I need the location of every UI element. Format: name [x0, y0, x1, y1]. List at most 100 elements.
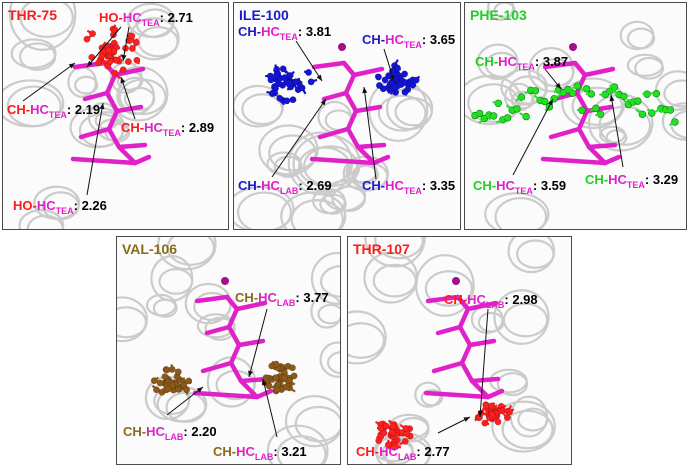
label-prefix: CH-: [7, 102, 31, 117]
label-separator: :: [421, 178, 430, 193]
protein-ribbons: [117, 237, 340, 464]
label-hc: HC: [379, 444, 398, 459]
label-hc: HC: [261, 24, 280, 39]
distance-label: CH-HCLAB: 2.20: [123, 424, 217, 442]
distance-arrows: [512, 68, 624, 176]
ion-sphere: [338, 43, 346, 51]
residue-atoms: [265, 59, 421, 106]
label-value: 3.81: [305, 24, 332, 39]
distance-label: CH-HCLAB: 3.77: [235, 290, 329, 308]
distance-label: HO-HCTEA: 2.26: [13, 198, 107, 216]
label-prefix: CH-: [362, 178, 386, 193]
label-value: 2.77: [424, 444, 450, 459]
panel-title: PHE-103: [470, 7, 527, 23]
ion-sphere: [569, 43, 577, 51]
label-prefix: CH-: [121, 120, 145, 135]
label-separator: :: [416, 444, 425, 459]
label-hc: HC: [467, 292, 486, 307]
label-separator: :: [644, 172, 653, 187]
molecular-render: [465, 3, 686, 229]
label-hc: HC: [385, 178, 404, 193]
distance-label: CH-HCTEA: 3.59: [473, 178, 567, 196]
label-value: 3.65: [429, 32, 456, 47]
label-value: 2.19: [74, 102, 101, 117]
label-prefix: CH-: [123, 424, 147, 439]
label-separator: :: [66, 102, 75, 117]
label-value: 3.59: [540, 178, 567, 193]
label-subscript: TEA: [55, 206, 74, 216]
label-subscript: LAB: [485, 300, 505, 310]
distance-label: CH-HCTEA: 3.65: [362, 32, 456, 50]
label-hc: HC: [30, 102, 49, 117]
label-hc: HC: [385, 32, 404, 47]
ion-sphere: [221, 277, 229, 285]
label-hc: HC: [146, 424, 165, 439]
label-separator: :: [73, 198, 82, 213]
label-hc: HC: [144, 120, 163, 135]
ligand-molecule: [309, 60, 391, 166]
panel-title: THR-75: [8, 7, 58, 23]
label-hc: HC: [496, 178, 515, 193]
label-prefix: HO-: [13, 198, 37, 213]
label-subscript: TEA: [514, 186, 533, 196]
distance-label: CH-HCTEA: 2.19: [7, 102, 101, 120]
ligand-molecule: [423, 294, 505, 400]
label-hc: HC: [498, 54, 517, 69]
label-separator: :: [295, 290, 304, 305]
ligand-molecule: [540, 60, 622, 166]
label-hc: HC: [122, 10, 142, 25]
label-prefix: HO-: [99, 10, 123, 25]
distance-label: CH-HCLAB: 2.77: [356, 444, 450, 462]
label-separator: :: [532, 178, 541, 193]
label-subscript: LAB: [279, 186, 299, 196]
label-hc: HC: [236, 444, 255, 459]
molecular-render: [117, 237, 340, 464]
ligand-molecule: [70, 60, 152, 166]
label-separator: :: [421, 32, 430, 47]
distance-label: CH-HCLAB: 3.21: [213, 444, 307, 462]
distance-label: CH-HCLAB: 2.69: [238, 178, 332, 196]
panel-title: VAL-106: [122, 241, 177, 257]
residue-atoms: [375, 401, 515, 451]
label-subscript: TEA: [48, 110, 67, 120]
label-prefix: CH-: [213, 444, 237, 459]
label-value: 2.69: [306, 178, 332, 193]
distance-arrows: [271, 40, 395, 180]
label-hc: HC: [36, 198, 56, 213]
label-subscript: LAB: [164, 432, 184, 442]
label-subscript: TEA: [162, 128, 181, 138]
distance-label: CH-HCTEA: 2.89: [121, 120, 214, 138]
distance-label: CH-HCTEA: 3.35: [362, 178, 456, 196]
molecular-render: [348, 237, 556, 464]
label-subscript: LAB: [276, 298, 296, 308]
label-value: 3.77: [303, 290, 329, 305]
label-subscript: TEA: [403, 40, 422, 50]
ion-sphere: [452, 277, 460, 285]
panel-title: THR-107: [353, 241, 410, 257]
label-subscript: LAB: [254, 452, 274, 462]
distance-arrows: [437, 308, 489, 434]
ligand-molecule: [192, 294, 274, 400]
label-separator: :: [534, 54, 543, 69]
label-prefix: CH-: [444, 292, 468, 307]
residue-atoms: [150, 360, 298, 396]
label-subscript: TEA: [516, 62, 535, 72]
distance-arrows: [22, 26, 136, 196]
label-prefix: CH-: [238, 24, 262, 39]
label-hc: HC: [258, 290, 277, 305]
label-prefix: CH-: [475, 54, 499, 69]
label-prefix: CH-: [238, 178, 262, 193]
label-separator: :: [504, 292, 513, 307]
label-separator: :: [183, 424, 192, 439]
label-value: 3.35: [429, 178, 456, 193]
label-prefix: CH-: [356, 444, 380, 459]
label-value: 2.26: [81, 198, 107, 213]
label-separator: :: [298, 178, 307, 193]
label-separator: :: [159, 10, 168, 25]
label-prefix: CH-: [235, 290, 259, 305]
label-prefix: CH-: [473, 178, 497, 193]
